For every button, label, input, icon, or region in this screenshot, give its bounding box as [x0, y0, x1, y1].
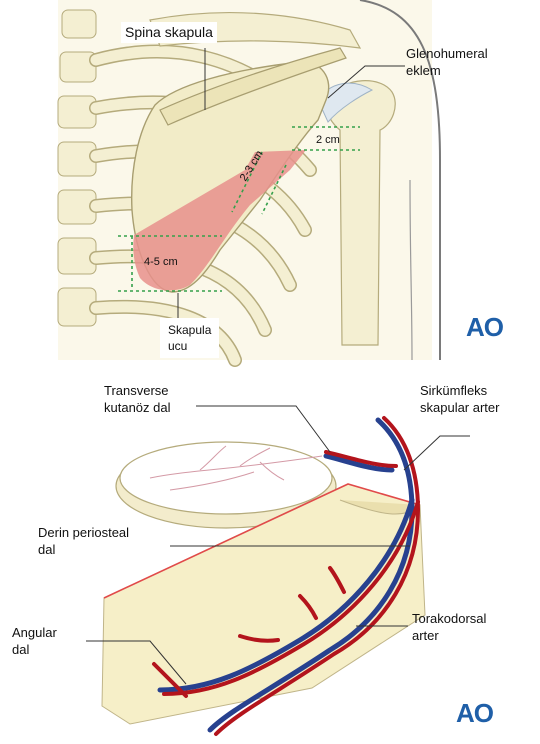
label-skapula-ucu-line2: ucu: [168, 338, 211, 354]
label-sirkumfleks-line1: Sirkümfleks: [420, 382, 499, 399]
label-angular-line1: Angular: [12, 624, 57, 641]
label-glenohumeral-line2: eklem: [406, 62, 488, 79]
label-derin-periosteal-dal: Derin periosteal dal: [38, 524, 129, 558]
label-sirkumfleks-line2: skapular arter: [420, 399, 499, 416]
label-transverse-line2: kutanöz dal: [104, 399, 171, 416]
label-skapula-ucu-line1: Skapula: [168, 322, 211, 338]
label-glenohumeral-line1: Glenohumeral: [406, 45, 488, 62]
label-skapula-ucu: Skapula ucu: [160, 318, 219, 358]
label-spina-skapula: Spina skapula: [121, 22, 217, 43]
label-angular-dal: Angular dal: [12, 624, 57, 658]
label-periosteal-line2: dal: [38, 541, 129, 558]
label-glenohumeral: Glenohumeral eklem: [406, 45, 488, 79]
measurement-4-5cm: 4-5 cm: [144, 254, 178, 271]
label-torakodorsal-line2: arter: [412, 627, 486, 644]
label-periosteal-line1: Derin periosteal: [38, 524, 129, 541]
label-transverse-line1: Transverse: [104, 382, 171, 399]
label-sirkumfleks-skapular-arter: Sirkümfleks skapular arter: [420, 382, 499, 416]
label-angular-line2: dal: [12, 641, 57, 658]
label-torakodorsal-line1: Torakodorsal: [412, 610, 486, 627]
bottom-panel: [86, 406, 470, 734]
label-transverse-kutanoz-dal: Transverse kutanöz dal: [104, 382, 171, 416]
ao-logo-top: AO: [466, 312, 503, 343]
measurement-2cm: 2 cm: [316, 132, 340, 149]
ao-logo-bottom: AO: [456, 698, 493, 729]
label-torakodorsal-arter: Torakodorsal arter: [412, 610, 486, 644]
